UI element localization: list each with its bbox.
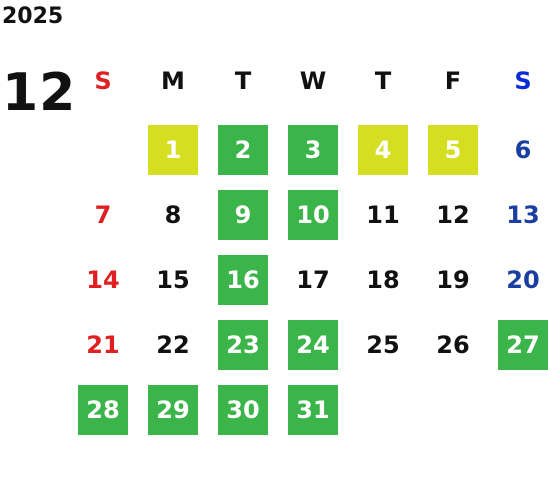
calendar-day-4[interactable]: 4 [358, 125, 408, 175]
weekday-header-saturday: S [514, 67, 532, 95]
calendar-day-5[interactable]: 5 [428, 125, 478, 175]
calendar-day-15[interactable]: 15 [156, 266, 190, 294]
calendar-day-3[interactable]: 3 [288, 125, 338, 175]
calendar-day-12[interactable]: 12 [436, 201, 470, 229]
calendar-day-20[interactable]: 20 [506, 266, 540, 294]
calendar-day-7[interactable]: 7 [94, 201, 112, 229]
weekday-header-thursday: T [374, 67, 392, 95]
calendar-day-10[interactable]: 10 [288, 190, 338, 240]
calendar-day-31[interactable]: 31 [288, 385, 338, 435]
calendar-day-23[interactable]: 23 [218, 320, 268, 370]
weekday-header-friday: F [444, 67, 462, 95]
calendar-day-14[interactable]: 14 [86, 266, 120, 294]
calendar-day-13[interactable]: 13 [506, 201, 540, 229]
calendar-day-2[interactable]: 2 [218, 125, 268, 175]
calendar-year: 2025 [2, 4, 64, 29]
calendar-month: 12 [2, 63, 77, 123]
calendar-day-24[interactable]: 24 [288, 320, 338, 370]
weekday-header-wednesday: W [299, 67, 327, 95]
calendar-day-27[interactable]: 27 [498, 320, 548, 370]
calendar-day-17[interactable]: 17 [296, 266, 330, 294]
calendar-day-22[interactable]: 22 [156, 331, 190, 359]
calendar-day-9[interactable]: 9 [218, 190, 268, 240]
weekday-header-sunday: S [94, 67, 112, 95]
calendar-day-28[interactable]: 28 [78, 385, 128, 435]
calendar-day-1[interactable]: 1 [148, 125, 198, 175]
calendar-day-18[interactable]: 18 [366, 266, 400, 294]
calendar-day-26[interactable]: 26 [436, 331, 470, 359]
calendar-day-19[interactable]: 19 [436, 266, 470, 294]
calendar-day-11[interactable]: 11 [366, 201, 400, 229]
calendar-day-16[interactable]: 16 [218, 255, 268, 305]
calendar-day-8[interactable]: 8 [164, 201, 182, 229]
calendar-day-6[interactable]: 6 [514, 136, 532, 164]
calendar-day-29[interactable]: 29 [148, 385, 198, 435]
calendar-day-21[interactable]: 21 [86, 331, 120, 359]
weekday-header-tuesday: T [234, 67, 252, 95]
weekday-header-monday: M [161, 67, 185, 95]
calendar-day-30[interactable]: 30 [218, 385, 268, 435]
calendar-day-25[interactable]: 25 [366, 331, 400, 359]
